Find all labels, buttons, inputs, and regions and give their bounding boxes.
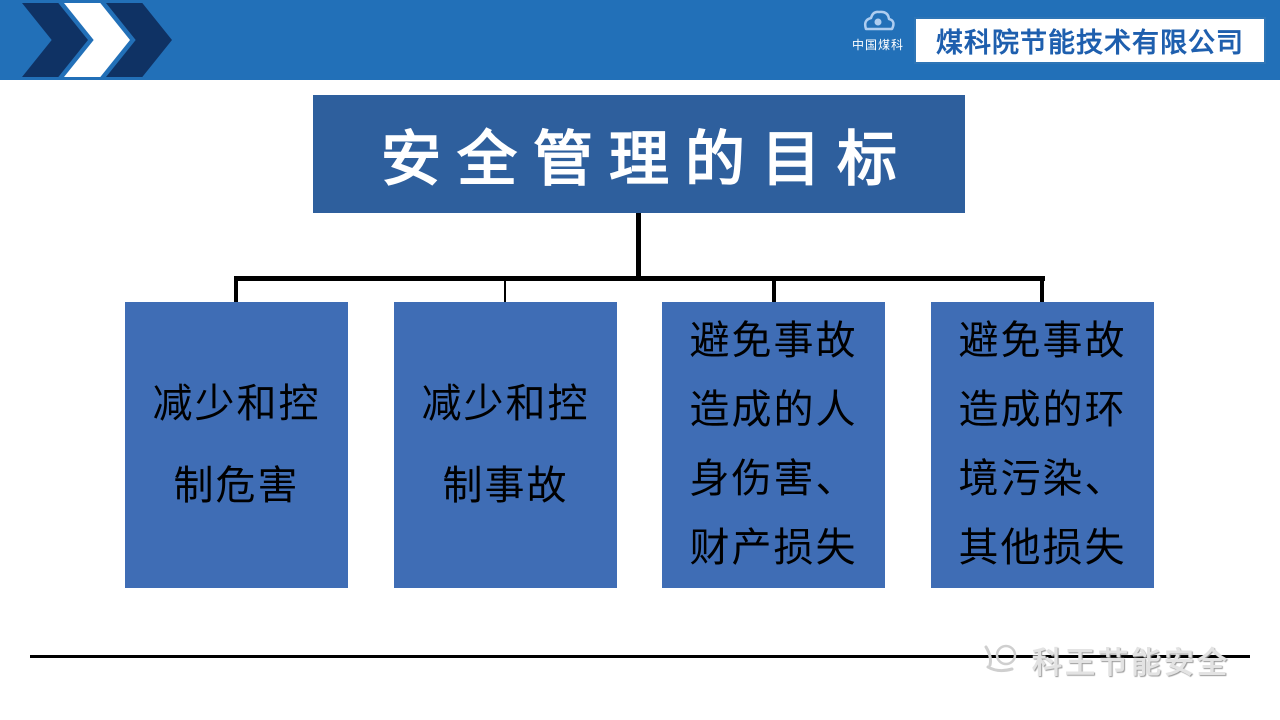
- goal-box-line: 制危害: [173, 464, 300, 508]
- goal-box-avoid-injury-loss: 避免事故 造成的人 身伤害、 财产损失: [662, 302, 885, 588]
- goal-box-line: 造成的环: [958, 388, 1127, 432]
- goal-box-line: 身伤害、: [689, 457, 858, 501]
- connector-title-vertical: [636, 213, 641, 279]
- goal-box-line: 财产损失: [689, 526, 858, 570]
- connector-drop-3: [772, 276, 776, 304]
- goal-box-line: 减少和控: [421, 382, 590, 426]
- goal-box-reduce-accidents: 减少和控 制事故: [394, 302, 617, 588]
- connector-drop-4: [1040, 276, 1044, 304]
- goal-box-line: 境污染、: [958, 457, 1127, 501]
- watermark-text: 科王节能安全: [1032, 646, 1230, 680]
- top-bar: 中国煤科 煤科院节能技术有限公司: [0, 0, 1280, 80]
- goal-box-line: 减少和控: [152, 382, 321, 426]
- goal-box-line: 其他损失: [958, 526, 1127, 570]
- goal-box-line: 制事故: [442, 464, 569, 508]
- footer-divider: [30, 655, 1250, 658]
- connector-horizontal: [235, 276, 1045, 281]
- company-logo: 中国煤科: [846, 8, 910, 53]
- slide-title: 安全管理的目标: [313, 95, 965, 213]
- goal-box-line: 避免事故: [689, 319, 858, 363]
- watermark: 科王节能安全: [982, 637, 1230, 682]
- goal-box-reduce-harm: 减少和控 制危害: [125, 302, 348, 588]
- cloud-emblem-icon: [846, 8, 910, 34]
- kewang-logo-icon: [982, 637, 1026, 682]
- connector-drop-2: [504, 276, 506, 304]
- connector-drop-1: [234, 276, 238, 304]
- company-logo-label: 中国煤科: [851, 38, 904, 52]
- goal-box-avoid-pollution-loss: 避免事故 造成的环 境污染、 其他损失: [931, 302, 1154, 588]
- goal-box-line: 避免事故: [958, 319, 1127, 363]
- goal-box-line: 造成的人: [689, 388, 858, 432]
- company-name-plate: 煤科院节能技术有限公司: [914, 17, 1266, 64]
